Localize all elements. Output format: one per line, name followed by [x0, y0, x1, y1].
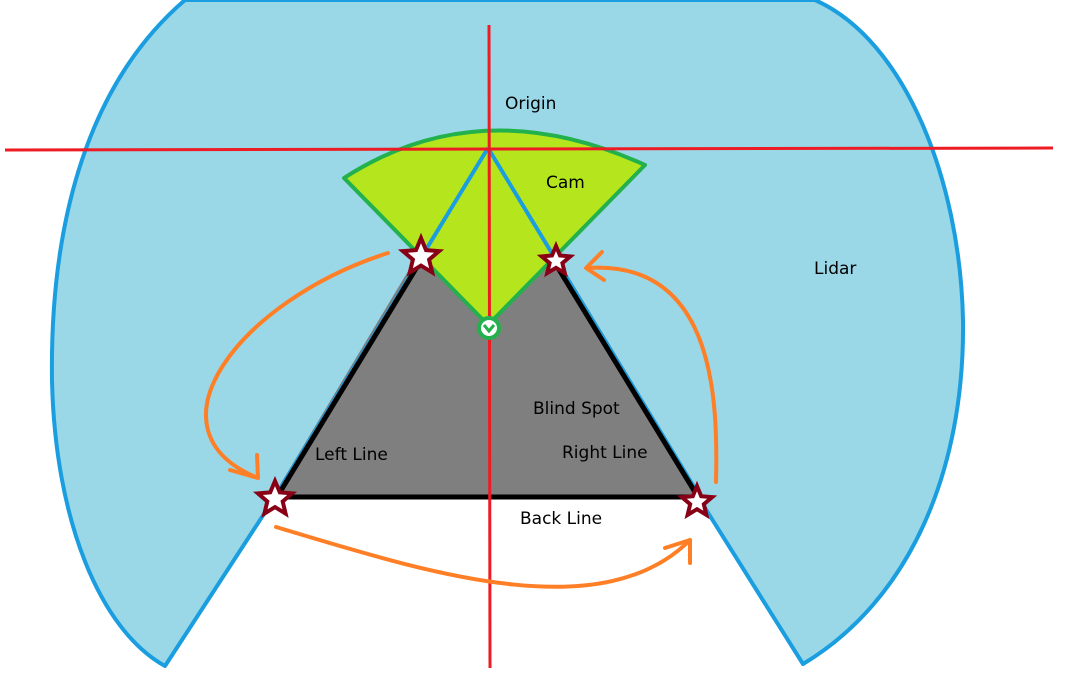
star-icon: [536, 240, 576, 278]
origin-marker-notch: [482, 324, 496, 334]
star-icon-shape: [252, 475, 298, 518]
arrow-bottom-right-to-top-right: [584, 250, 719, 484]
right-line: [552, 261, 701, 499]
right-line-label: Right Line: [562, 443, 648, 463]
origin-label: Origin: [505, 94, 556, 114]
star-icon: [676, 480, 718, 520]
star-icon-shape: [676, 480, 718, 520]
lidar-coverage-region: [49, 0, 966, 668]
star-icon: [252, 475, 298, 518]
star-icon: [397, 232, 445, 277]
horizontal-axis: [4, 146, 1054, 152]
vertical-axis: [487, 24, 492, 669]
left-line: [274, 260, 423, 499]
lidar-label: Lidar: [814, 259, 856, 279]
arrow-bottom-left-to-bottom-right: [274, 525, 692, 589]
camera-fov-region: [342, 128, 647, 327]
cam-label: Cam: [546, 173, 585, 193]
circle-icon: [477, 316, 501, 340]
left-line-label: Left Line: [315, 445, 388, 465]
back-line-label: Back Line: [520, 509, 602, 529]
star-icon-shape: [397, 232, 445, 277]
blind-spot-label: Blind Spot: [533, 399, 620, 419]
star-icon-shape: [536, 240, 576, 278]
arrow-top-left-to-bottom-left: [204, 251, 390, 480]
